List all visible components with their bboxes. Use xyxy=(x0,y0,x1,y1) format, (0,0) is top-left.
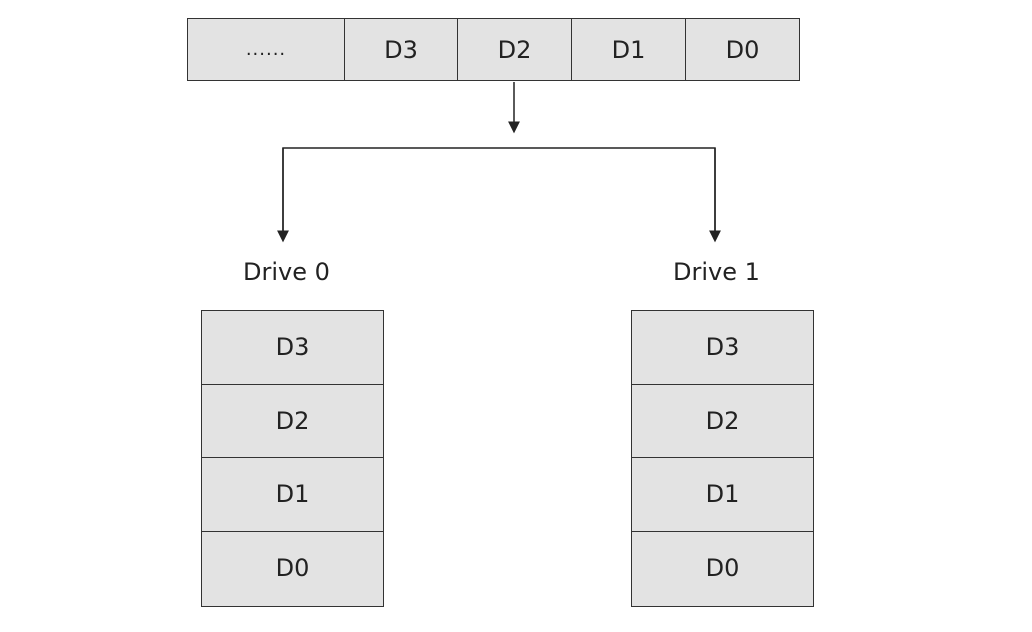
strip-cell-ellipsis: ...... xyxy=(188,19,345,80)
drive-0-block-d3: D3 xyxy=(202,311,383,385)
strip-cell-d3: D3 xyxy=(345,19,458,80)
drive-0-block-d2: D2 xyxy=(202,385,383,458)
drive-0-label: Drive 0 xyxy=(243,258,330,286)
drive-0-block-d0: D0 xyxy=(275,554,310,583)
drive-1-block-d1: D1 xyxy=(632,458,813,532)
drive-1-label: Drive 1 xyxy=(673,258,760,286)
drive-1-block-d0: D0 xyxy=(705,554,740,583)
strip-cell-d2: D2 xyxy=(458,19,572,80)
branch-line xyxy=(282,147,716,238)
drive-1-block-d3: D3 xyxy=(632,311,813,385)
drive-0-stack: D3 D2 D1 D0 xyxy=(201,310,384,607)
source-data-strip: ...... D3 D2 D1 D0 xyxy=(187,18,800,81)
strip-cell-d0: D0 xyxy=(725,35,760,64)
drive-0-block-d1: D1 xyxy=(202,458,383,532)
drive-1-stack: D3 D2 D1 D0 xyxy=(631,310,814,607)
strip-cell-d1: D1 xyxy=(572,19,686,80)
drive-1-block-d2: D2 xyxy=(632,385,813,458)
